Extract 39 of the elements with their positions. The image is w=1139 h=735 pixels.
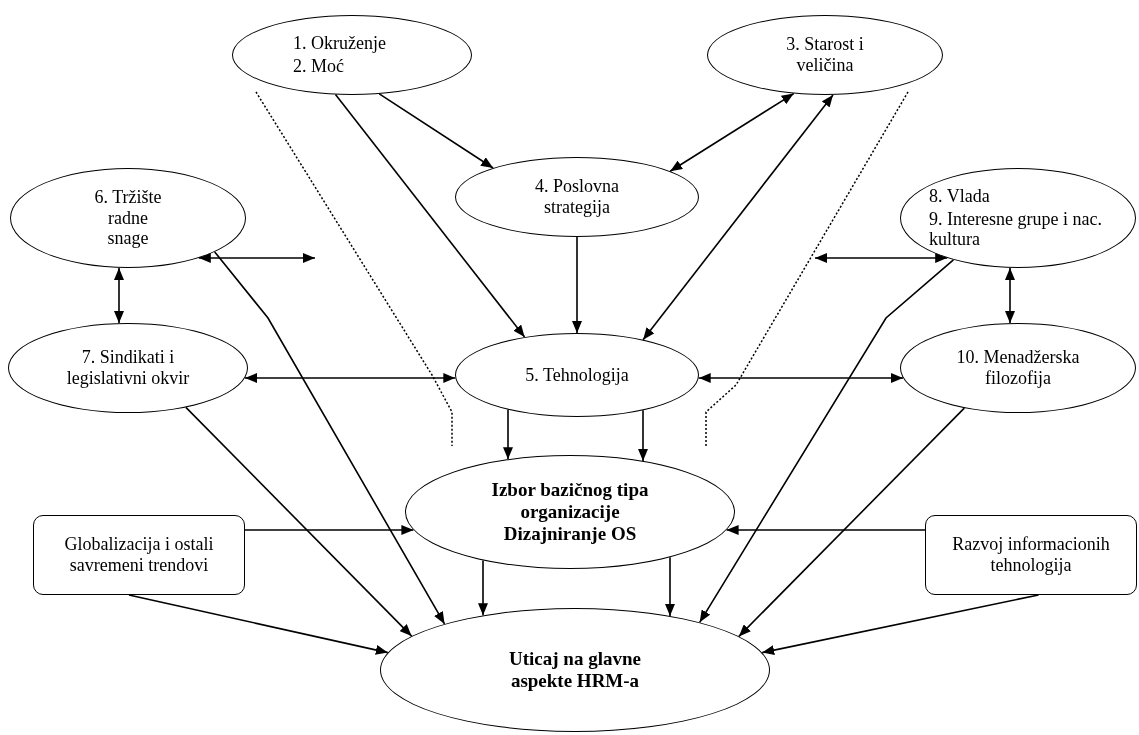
node-label: Izbor bazičnog tipa organizacije Dizajniranje OS <box>490 479 650 545</box>
arrow <box>478 559 488 617</box>
node-label: 6. Tržište radne snage <box>93 186 163 250</box>
node-label: 8. Vlada <box>929 185 990 207</box>
node-label: 7. Sindikati i legislativni okvir <box>65 347 191 389</box>
node-label: Razvoj informacionih tehnologija <box>951 534 1111 576</box>
node-label: 1. Okruženje <box>293 33 386 54</box>
arrow <box>114 267 124 324</box>
node-label: Globalizacija i ostali savremeni trendovi <box>63 534 215 576</box>
arrow <box>738 407 966 638</box>
arrow <box>334 93 526 338</box>
arrow <box>814 253 948 263</box>
arrow <box>244 525 415 535</box>
arrow <box>244 373 457 383</box>
node-label: 10. Menadžerska filozofija <box>955 347 1081 389</box>
node-label: Uticaj na glavne aspekte HRM-a <box>508 648 642 692</box>
arrow <box>642 94 834 341</box>
arrow <box>669 92 795 172</box>
arrow <box>503 408 513 460</box>
arrow <box>378 93 494 169</box>
process-box <box>33 515 245 595</box>
arrow <box>128 594 389 655</box>
arrow <box>1005 267 1015 324</box>
arrow <box>725 525 926 535</box>
arrow <box>761 594 1040 656</box>
node-label: 3. Starost i veličina <box>785 34 865 76</box>
arrow <box>698 259 955 624</box>
arrow <box>665 556 675 617</box>
node-label: 5. Tehnologija <box>525 364 629 386</box>
node-label: 4. Poslovna strategija <box>534 176 620 218</box>
arrow <box>198 253 316 263</box>
arrow <box>697 373 904 383</box>
node-label: 9. Interesne grupe i nac. kultura <box>929 208 1103 251</box>
arrow <box>213 251 446 625</box>
arrow <box>638 409 648 462</box>
node-label: 2. Moć <box>293 56 344 77</box>
arrow <box>572 236 582 334</box>
arrow <box>185 406 413 637</box>
process-box <box>925 515 1137 595</box>
